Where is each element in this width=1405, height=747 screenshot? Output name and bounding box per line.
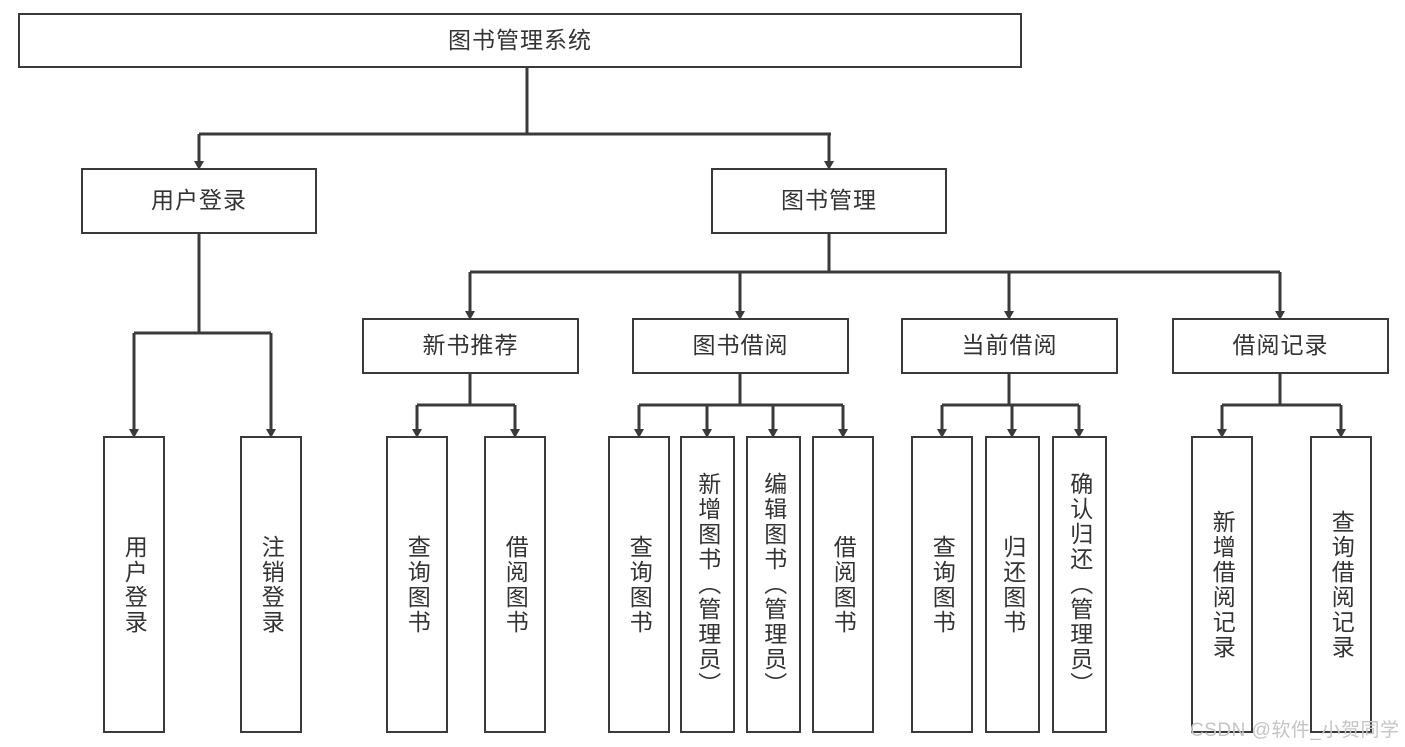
- node-leaf-query-borrow-record-label: 查询借阅记录: [1328, 509, 1355, 660]
- node-leaf-add-borrow-record-label: 新增借阅记录: [1209, 509, 1236, 660]
- node-new-book-recommend[interactable]: 新书推荐: [362, 318, 579, 374]
- node-current-borrow-label: 当前借阅: [961, 332, 1058, 359]
- node-current-borrow[interactable]: 当前借阅: [901, 318, 1118, 374]
- node-book-borrow[interactable]: 图书借阅: [632, 318, 849, 374]
- node-root[interactable]: 图书管理系统: [18, 13, 1022, 68]
- node-leaf-cur-query-book-label: 查询图书: [929, 534, 956, 635]
- node-leaf-brw-borrow-book-label: 借阅图书: [830, 534, 857, 635]
- node-leaf-user-login-label: 用户登录: [121, 534, 148, 635]
- node-leaf-user-login[interactable]: 用户登录: [103, 436, 165, 733]
- node-leaf-brw-add-book[interactable]: 新增图书（管理员）: [680, 436, 735, 733]
- node-leaf-cur-query-book[interactable]: 查询图书: [911, 436, 973, 733]
- node-leaf-brw-query-book-label: 查询图书: [626, 534, 653, 635]
- node-user-login[interactable]: 用户登录: [81, 168, 317, 234]
- node-leaf-brw-edit-book-label: 编辑图书（管理员）: [760, 472, 787, 697]
- node-book-manage-label: 图书管理: [781, 187, 877, 214]
- node-leaf-brw-edit-book[interactable]: 编辑图书（管理员）: [746, 436, 801, 733]
- node-leaf-cur-confirm-return-label: 确认归还（管理员）: [1066, 472, 1093, 697]
- node-borrow-record[interactable]: 借阅记录: [1172, 318, 1389, 374]
- node-leaf-brw-query-book[interactable]: 查询图书: [608, 436, 670, 733]
- node-leaf-brw-add-book-label: 新增图书（管理员）: [694, 472, 721, 697]
- node-leaf-cur-return-book-label: 归还图书: [999, 534, 1026, 635]
- node-leaf-rec-borrow-book[interactable]: 借阅图书: [484, 436, 546, 733]
- node-leaf-rec-query-book[interactable]: 查询图书: [386, 436, 448, 733]
- node-leaf-user-logout[interactable]: 注销登录: [240, 436, 302, 733]
- node-leaf-user-logout-label: 注销登录: [258, 534, 285, 635]
- node-leaf-cur-return-book[interactable]: 归还图书: [985, 436, 1040, 733]
- node-borrow-record-label: 借阅记录: [1232, 332, 1329, 359]
- node-leaf-add-borrow-record[interactable]: 新增借阅记录: [1191, 436, 1253, 733]
- node-root-label: 图书管理系统: [448, 26, 592, 53]
- node-leaf-brw-borrow-book[interactable]: 借阅图书: [812, 436, 874, 733]
- csdn-watermark: CSDN @软件_小贺同学: [1190, 720, 1400, 741]
- node-book-manage[interactable]: 图书管理: [711, 168, 947, 234]
- node-leaf-cur-confirm-return[interactable]: 确认归还（管理员）: [1052, 436, 1107, 733]
- node-leaf-rec-query-book-label: 查询图书: [404, 534, 431, 635]
- node-leaf-rec-borrow-book-label: 借阅图书: [502, 534, 529, 635]
- node-book-borrow-label: 图书借阅: [692, 332, 789, 359]
- node-leaf-query-borrow-record[interactable]: 查询借阅记录: [1310, 436, 1372, 733]
- node-new-book-recommend-label: 新书推荐: [422, 332, 519, 359]
- node-user-login-label: 用户登录: [151, 187, 247, 214]
